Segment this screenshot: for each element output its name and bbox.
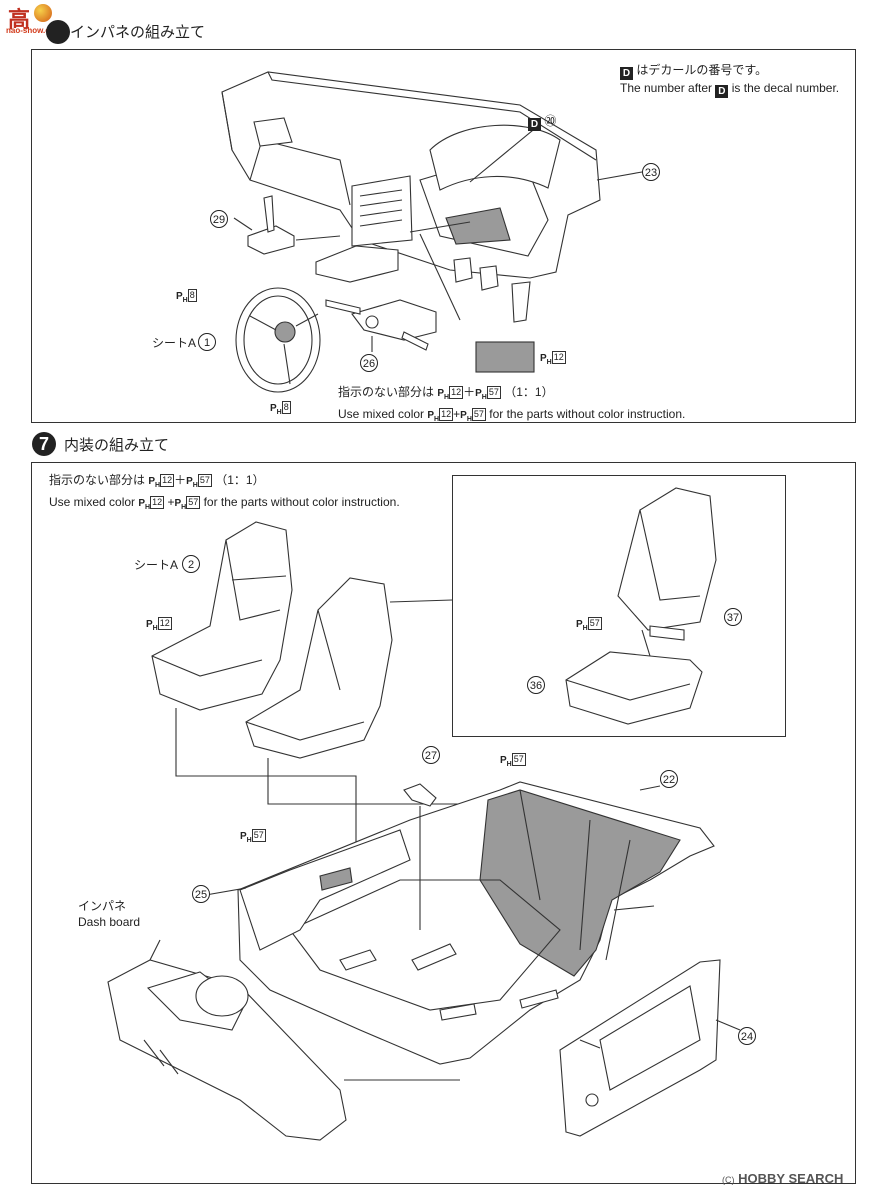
decal-note: D はデカールの番号です。 The number after D is the …: [620, 62, 839, 98]
bucket-seat-part: [151, 521, 293, 711]
door-panel-24: [559, 959, 721, 1137]
decal-note-en-post: is the decal number.: [731, 81, 840, 95]
color-swatch: [475, 341, 535, 373]
part-22-callout: 22: [660, 770, 678, 788]
section7-color-note: 指示のない部分は PH12＋PH57 （1：1） Use mixed color…: [49, 473, 400, 511]
decal-box-icon: D: [620, 67, 633, 80]
section6-title: インパネの組み立て: [70, 24, 206, 41]
logo-glyph: 高: [8, 7, 31, 32]
step-6-badge: [46, 20, 70, 44]
part-24-callout: 24: [738, 1027, 756, 1045]
column-part: [351, 299, 437, 341]
decal-20-label: D ⑳: [528, 112, 556, 131]
seat-part: [245, 577, 393, 759]
hobbysearch-watermark: (C) HOBBY SEARCH: [722, 1171, 843, 1186]
section7-title: 内装の組み立て: [64, 437, 170, 454]
copyright-mark: (C): [722, 1175, 735, 1185]
logo-ball-icon: [34, 4, 52, 22]
dash-board-label: インパネ Dash board: [78, 899, 141, 929]
part-27-piece: [403, 783, 437, 807]
step-7-badge: 7: [32, 432, 56, 456]
seat-a-2-callout: 2: [182, 555, 200, 573]
part-25-callout: 25: [192, 885, 210, 903]
part-37-callout: 37: [724, 608, 742, 626]
part-36-callout: 36: [527, 676, 545, 694]
seat-back-37: [617, 487, 717, 631]
ph8-label-bottom: PH8: [270, 401, 291, 416]
logo-small-text: nao-show.com: [6, 26, 62, 35]
ph12-swatch-label: PH12: [540, 351, 566, 366]
ph57-rear-label: PH57: [500, 753, 526, 768]
part-23-callout: 23: [642, 163, 660, 181]
decal-note-en-pre: The number after: [620, 81, 713, 95]
part-26-callout: 26: [360, 354, 378, 372]
part-27-callout: 27: [422, 746, 440, 764]
section6-color-note: 指示のない部分は PH12＋PH57 （1：1） Use mixed color…: [338, 385, 686, 423]
watermark-text: HOBBY SEARCH: [738, 1171, 844, 1186]
ph57-door-label: PH57: [240, 829, 266, 844]
seat-a-label-7: シートA: [134, 558, 179, 572]
site-logo: 高 nao-show.com: [6, 2, 70, 36]
shifter-part: [247, 225, 295, 255]
decal-box-icon-2: D: [715, 85, 729, 98]
ph12-seat-label: PH12: [146, 617, 172, 632]
rear-seat-part: [479, 789, 681, 977]
decal-note-jp: はデカールの番号です。: [636, 63, 768, 77]
door-panel-25: [239, 829, 411, 951]
part-29-callout: 29: [210, 210, 228, 228]
decal-box-icon-3: D: [528, 118, 541, 131]
ph8-label-top: PH8: [176, 289, 197, 304]
seat-cushion-36: [565, 651, 703, 725]
seat-a-1-callout: 1: [198, 333, 216, 351]
ph57-inset-label: PH57: [576, 617, 602, 632]
seat-a-label-6: シートA: [152, 336, 197, 350]
